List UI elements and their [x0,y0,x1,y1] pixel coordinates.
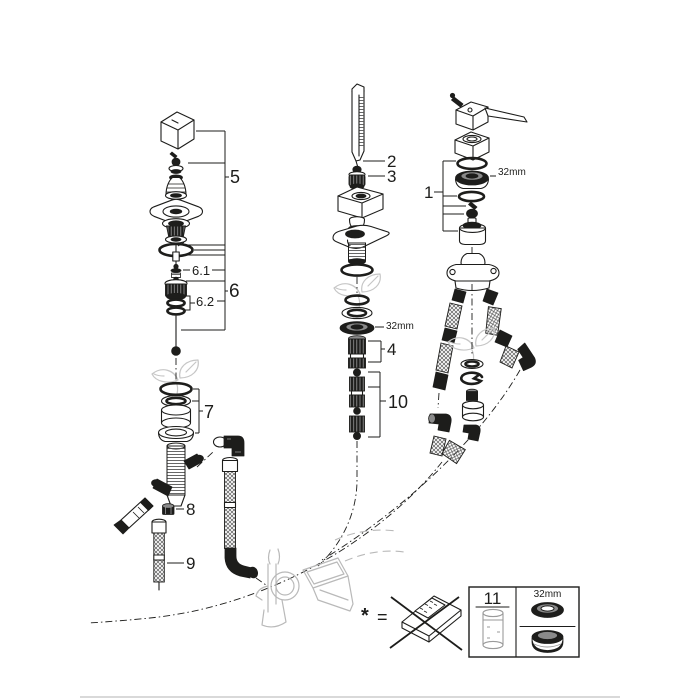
flex-connection-hose [151,518,167,591]
lever-handle [455,101,528,131]
threaded-fitting [161,218,191,244]
cartridge-bushing [164,279,188,301]
washer [341,306,373,320]
left-supply-hose [428,288,467,457]
pointed-escutcheon [332,224,390,249]
angle-pipe-fitting [113,497,154,535]
right-mixer-assembly [87,92,536,624]
o-ring-pair [166,298,186,316]
screw [468,201,478,210]
callout-part-5: 5 [230,167,241,187]
callout-part-10: 10 [388,392,409,412]
set-screw [169,151,178,159]
callout-part-6: 6 [229,281,240,302]
left-valve-assembly [113,111,204,591]
legend-size-32mm: 32mm [533,589,562,600]
callout-part-9: 9 [186,554,196,573]
compression-nut [162,503,175,515]
o-ring [159,381,193,397]
middle-handshower-assembly [317,83,390,567]
threaded-valve-body [151,442,204,507]
spacer-sleeve [160,404,192,429]
dome-cap [164,174,188,200]
callout-part-3: 3 [387,167,397,186]
right-supply-hose [321,288,536,561]
washer [160,395,192,407]
callout-lines [167,130,496,564]
swivel-ball [168,157,184,174]
rod-ball-end [171,346,181,356]
o-ring [457,190,486,203]
valve-cone [466,208,478,219]
handshower-wand [351,83,365,167]
diamond-escutcheon [149,198,204,225]
o-ring [456,156,488,171]
square-knob-handle [160,111,195,150]
mounting-nut-32mm [339,321,375,335]
ghost-mixer [255,548,300,628]
callout-part-1: 1 [424,183,434,202]
o-ring-small [344,294,370,306]
circlip [460,371,484,386]
footnote-star: * [361,605,369,627]
callout-part-7: 7 [204,402,215,422]
mounting-nut [157,425,195,443]
footnote-symbol [389,595,463,651]
legend-box [468,586,580,658]
legend-part-11: 11 [483,589,502,608]
mounting-nut-32mm [454,170,490,190]
callout-part-4: 4 [387,340,397,359]
callout-part-2: 2 [387,152,397,171]
size-label-right: 32mm [498,167,526,178]
spindle-pin [172,242,185,269]
legend-cartridge-part [482,608,504,650]
footnote-equals: = [377,607,388,627]
handle-screw [449,92,464,108]
size-label-middle: 32mm [386,321,414,332]
hose-route-line [317,441,358,567]
ghost-spout [302,557,354,612]
o-ring [340,263,374,277]
legend-seal-top [531,602,564,618]
extension-nipples [348,335,366,369]
elbow-union-and-hose [196,435,267,586]
handshower-holder-cube [337,186,384,219]
handle-skirt [454,131,490,161]
fixing-stack [87,284,485,624]
crossed-plate-icon [389,595,463,651]
installed-faucet-ghost [255,529,405,628]
cartridge [458,217,487,246]
mixer-valve-body [446,252,500,292]
callout-part-6-1: 6.1 [192,263,211,278]
legend-seal-bottom [531,630,564,653]
threaded-shank [348,242,366,265]
callout-part-6-2: 6.2 [196,294,215,309]
spindle-small-parts [170,263,182,283]
callout-part-8: 8 [186,500,196,519]
hose-coupling-set [349,368,365,440]
